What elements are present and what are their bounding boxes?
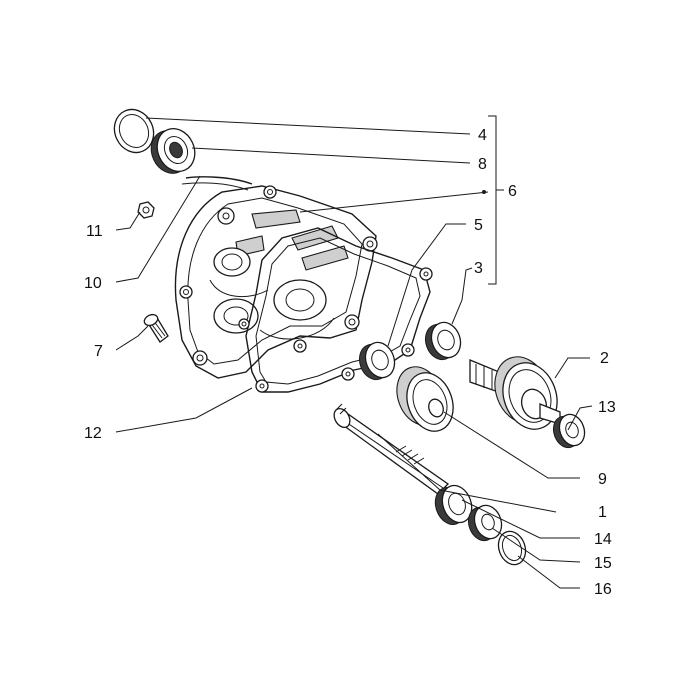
label-1: 1 [598, 504, 607, 521]
label-7: 7 [94, 343, 103, 360]
label-15: 15 [594, 555, 612, 572]
leader-lines [115, 115, 593, 589]
nut-11 [137, 201, 155, 219]
gasket [238, 227, 433, 393]
output-shaft-1 [333, 403, 450, 495]
label-13: 13 [598, 399, 616, 416]
label-16: 16 [594, 581, 612, 598]
bearing-5 [358, 341, 396, 381]
label-12: 12 [84, 425, 102, 442]
label-3: 3 [474, 260, 483, 277]
label-9: 9 [598, 471, 607, 488]
bearing-13 [552, 413, 586, 449]
bearing-3 [424, 321, 462, 361]
label-11: 11 [86, 223, 103, 240]
clip-10 [181, 176, 253, 191]
label-5: 5 [474, 217, 483, 234]
gear-9 [396, 366, 454, 432]
label-14: 14 [594, 531, 612, 548]
label-4: 4 [478, 127, 487, 144]
intermediate-gear-shaft-2 [469, 356, 561, 430]
label-8: 8 [478, 156, 487, 173]
label-2: 2 [600, 350, 609, 367]
seal-ring-4 [113, 108, 155, 154]
gearbox-cover-housing [174, 185, 378, 379]
screw-7 [143, 313, 169, 343]
bearing-8 [150, 128, 196, 174]
label-10: 10 [84, 275, 102, 292]
label-6: 6 [508, 183, 517, 200]
part-number-labels: 4 8 6 5 3 11 10 7 2 13 12 9 1 14 15 16 [84, 127, 616, 598]
